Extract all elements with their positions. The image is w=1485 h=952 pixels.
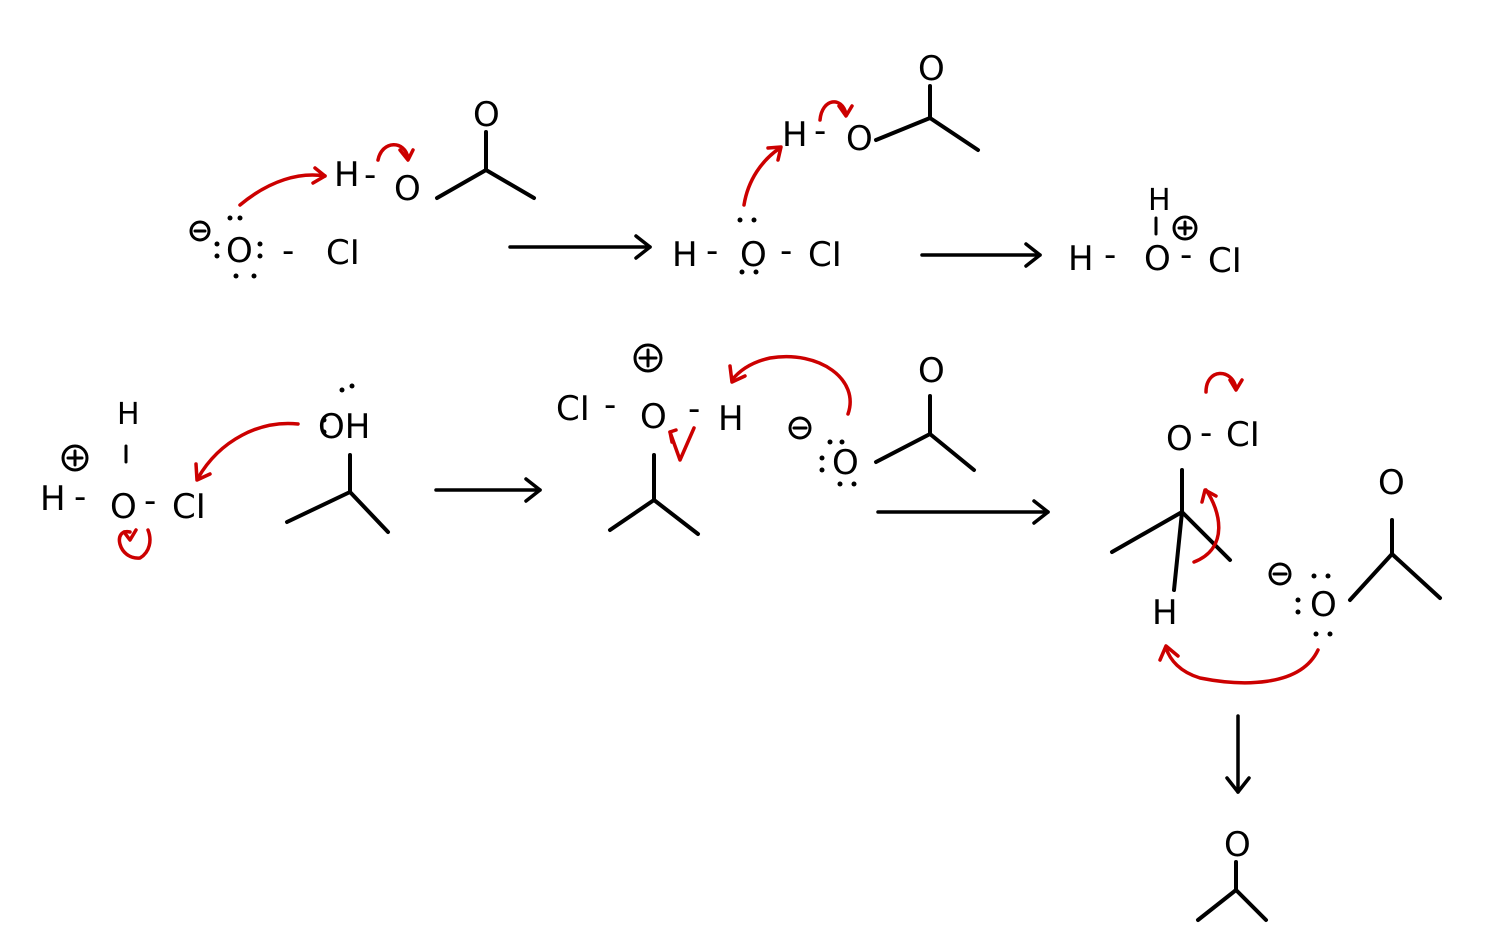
negative-charge-icon [788,416,812,440]
svg-text:-: - [814,111,826,151]
reaction-arrow-5 [1225,714,1251,794]
carbonyl-oxygen: O [473,95,500,135]
svg-text:-: - [604,385,616,425]
oxygen-atom: O [226,231,253,271]
svg-text:O: O [1224,825,1251,865]
protonated-hypochlorous-acid: H - O - CI H [1068,183,1242,281]
hypochlorous-acid: H - O - CI [672,217,842,275]
svg-text:-: - [364,155,376,195]
svg-text:H: H [1148,183,1171,218]
svg-text:H: H [117,397,140,432]
svg-text:-: - [1104,235,1116,275]
acetone-product: O [1196,825,1268,922]
reaction-arrow-3 [434,477,542,503]
hydrogen-atom: H [334,155,360,195]
svg-text:O: O [832,443,859,483]
protonated-hocl-left: H - O - CI H [40,397,206,527]
acetate-ion-2: O O [1268,463,1442,637]
svg-text:O: O [918,351,945,391]
isopropanol: OH [285,383,390,534]
svg-text:OH: OH [318,407,370,447]
hypochlorite-ion: O - CI [189,215,360,279]
positive-charge-icon [61,444,89,472]
electron-arrow [238,173,327,207]
svg-text:H: H [782,115,808,155]
svg-text:-: - [706,231,718,271]
svg-text:H: H [1152,593,1178,633]
svg-text:-: - [1180,235,1192,275]
svg-text:-: - [1200,413,1212,453]
svg-text:CI: CI [1208,241,1242,281]
svg-text:O: O [1310,585,1337,625]
alkyl-hypochlorite: O - CI H [1110,413,1260,633]
negative-charge-icon [1268,562,1292,586]
oxonium-intermediate: CI - O - H [556,343,744,536]
svg-text:H: H [718,399,744,439]
svg-text:CI: CI [1226,415,1260,455]
positive-charge-icon [633,343,663,373]
svg-text:H: H [1068,239,1094,279]
svg-text:O: O [110,487,137,527]
svg-text:O: O [846,119,873,159]
svg-text:O: O [740,235,767,275]
oxygen-atom: O [394,169,421,209]
svg-text:CI: CI [172,487,206,527]
reaction-arrow-2 [920,242,1042,268]
reaction-arrow-4 [876,499,1050,525]
svg-text:O: O [1144,239,1171,279]
svg-text:-: - [74,477,86,517]
positive-charge-icon [1172,215,1198,241]
svg-text:O: O [1166,419,1193,459]
chlorine-atom: CI [326,233,360,273]
svg-text:CI: CI [556,389,590,429]
svg-text:CI: CI [808,235,842,275]
acetic-acid-2: H - O O [782,49,980,159]
svg-text:-: - [144,481,156,521]
negative-charge-icon [189,220,211,242]
acetate-ion-1: O O [788,351,976,487]
acetic-acid-1: H - O O [334,95,536,209]
svg-text:O: O [1378,463,1405,503]
svg-text:O: O [918,49,945,89]
svg-text:O: O [640,397,667,437]
bond-dash: - [282,231,294,271]
svg-text:-: - [688,389,700,429]
reaction-arrow-1 [508,234,652,260]
svg-text:-: - [780,231,792,271]
svg-text:H: H [672,235,698,275]
svg-text:H: H [40,479,66,519]
